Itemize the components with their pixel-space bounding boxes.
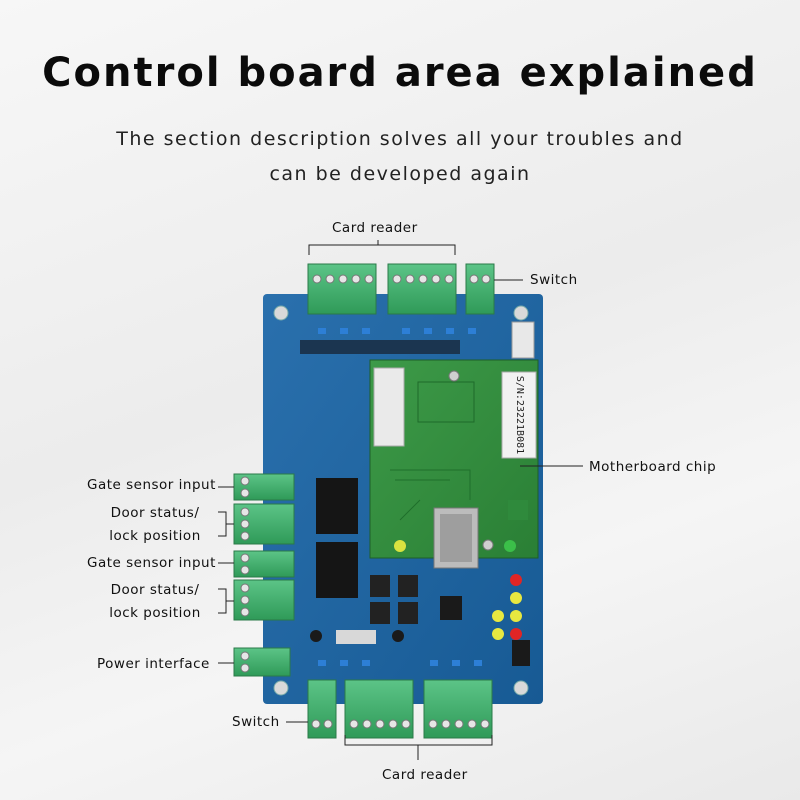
mount-hole	[513, 680, 529, 696]
bottom-terminal-block-2	[423, 679, 493, 739]
top-terminal-block-1	[307, 263, 377, 315]
bottom-blue-caps	[318, 660, 482, 666]
lower-components	[310, 575, 530, 666]
top-components	[300, 340, 460, 354]
label-power-interface: Power interface	[97, 656, 210, 672]
label-door-status-2a: Door status/	[110, 582, 200, 598]
label-motherboard-chip: Motherboard chip	[589, 459, 717, 475]
bottom-terminal-block-1	[344, 679, 414, 739]
relay-2	[316, 542, 358, 598]
label-door-status-1a: Door status/	[110, 505, 200, 521]
label-door-status-2b: lock position	[109, 605, 201, 621]
mount-hole	[273, 305, 289, 321]
bottom-terminal-switch	[307, 679, 337, 739]
label-gate-sensor-input-1: Gate sensor input	[87, 477, 216, 493]
mount-hole	[273, 680, 289, 696]
left-terminal-gate-2	[233, 550, 295, 578]
label-card-reader-top: Card reader	[332, 220, 418, 236]
top-terminal-block-2	[387, 263, 457, 315]
label-door-status-1b: lock position	[109, 528, 201, 544]
page-title: Control board area explained	[42, 50, 758, 96]
mount-hole	[513, 305, 529, 321]
top-right-chip	[511, 321, 535, 359]
status-leds	[492, 574, 522, 640]
label-switch-bottom: Switch	[232, 714, 280, 730]
label-card-reader-bottom: Card reader	[382, 767, 468, 783]
subtitle-line-2: can be developed again	[269, 163, 531, 185]
left-terminal-gate-1	[233, 473, 295, 501]
label-switch-top: Switch	[530, 272, 578, 288]
motherboard-module: S/N:23221B081	[369, 359, 539, 569]
left-terminal-power	[233, 647, 291, 677]
subtitle-line-1: The section description solves all your …	[116, 128, 684, 150]
top-blue-caps	[318, 328, 476, 334]
callout-lines	[218, 240, 583, 760]
serial-number: S/N:23221B081	[514, 376, 525, 454]
left-terminal-door-1	[233, 503, 295, 545]
left-terminal-door-2	[233, 579, 295, 621]
top-terminal-block-switch	[465, 263, 495, 315]
label-gate-sensor-input-2: Gate sensor input	[87, 555, 216, 571]
relay-1	[316, 478, 358, 534]
